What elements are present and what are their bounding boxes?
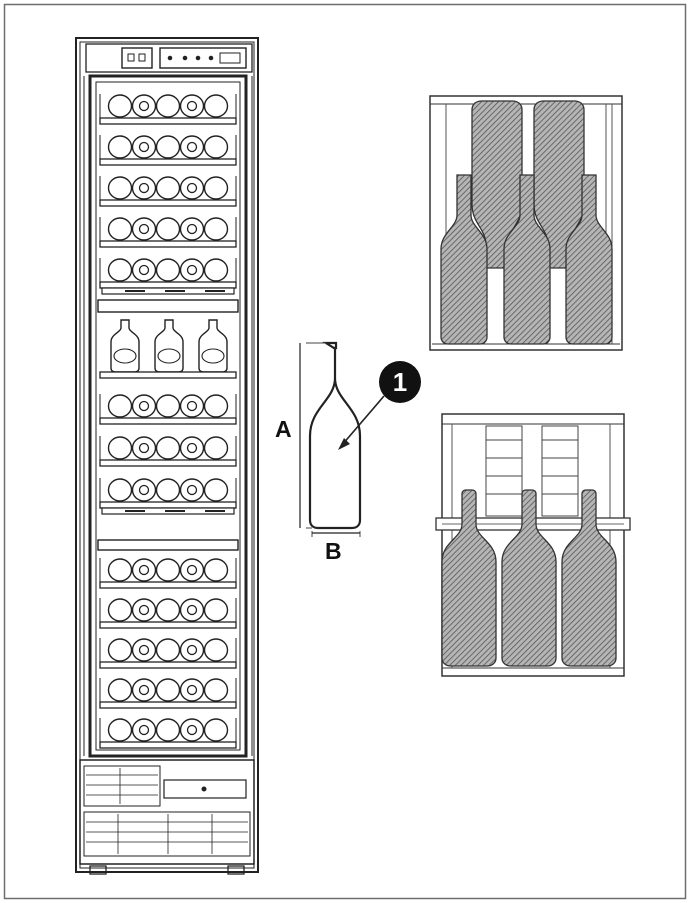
upright-bottle bbox=[440, 174, 488, 345]
shelf bbox=[99, 718, 237, 749]
bottle-dimension-drawing bbox=[299, 341, 421, 537]
shelf bbox=[99, 436, 237, 467]
shelf bbox=[99, 217, 237, 248]
upright-bottle bbox=[565, 174, 613, 345]
shelf bbox=[99, 319, 237, 379]
upright-bottle bbox=[561, 489, 617, 667]
callout-circle bbox=[379, 361, 421, 403]
shelf bbox=[99, 638, 237, 669]
shelf bbox=[99, 135, 237, 166]
display-left bbox=[121, 47, 153, 69]
shelf bbox=[99, 478, 237, 509]
shelf bbox=[99, 176, 237, 207]
base-panel bbox=[79, 759, 255, 865]
upright-bottle bbox=[441, 489, 497, 667]
door-frame bbox=[88, 74, 248, 758]
page-border bbox=[3, 3, 687, 900]
bottle-outline bbox=[308, 341, 362, 530]
control-panel bbox=[85, 43, 253, 73]
shelf bbox=[99, 394, 237, 425]
dimension-b-label: B bbox=[325, 538, 342, 564]
shelf bbox=[99, 558, 237, 589]
shelf bbox=[99, 598, 237, 629]
shelf bbox=[99, 678, 237, 709]
callout-leader bbox=[341, 395, 385, 446]
wine-fridge bbox=[75, 37, 259, 875]
callout-number: 1 bbox=[393, 367, 407, 397]
dimension-a-label: A bbox=[275, 416, 292, 442]
shelf bbox=[99, 258, 237, 289]
upright-bottle bbox=[503, 174, 551, 345]
upright-bottle bbox=[501, 489, 557, 667]
detail-alternating-placement bbox=[429, 95, 623, 351]
zone-divider bbox=[97, 539, 239, 551]
shelf bbox=[99, 94, 237, 125]
detail-upright-placement bbox=[435, 413, 631, 677]
zone-divider bbox=[97, 299, 239, 313]
display-right bbox=[159, 47, 247, 69]
